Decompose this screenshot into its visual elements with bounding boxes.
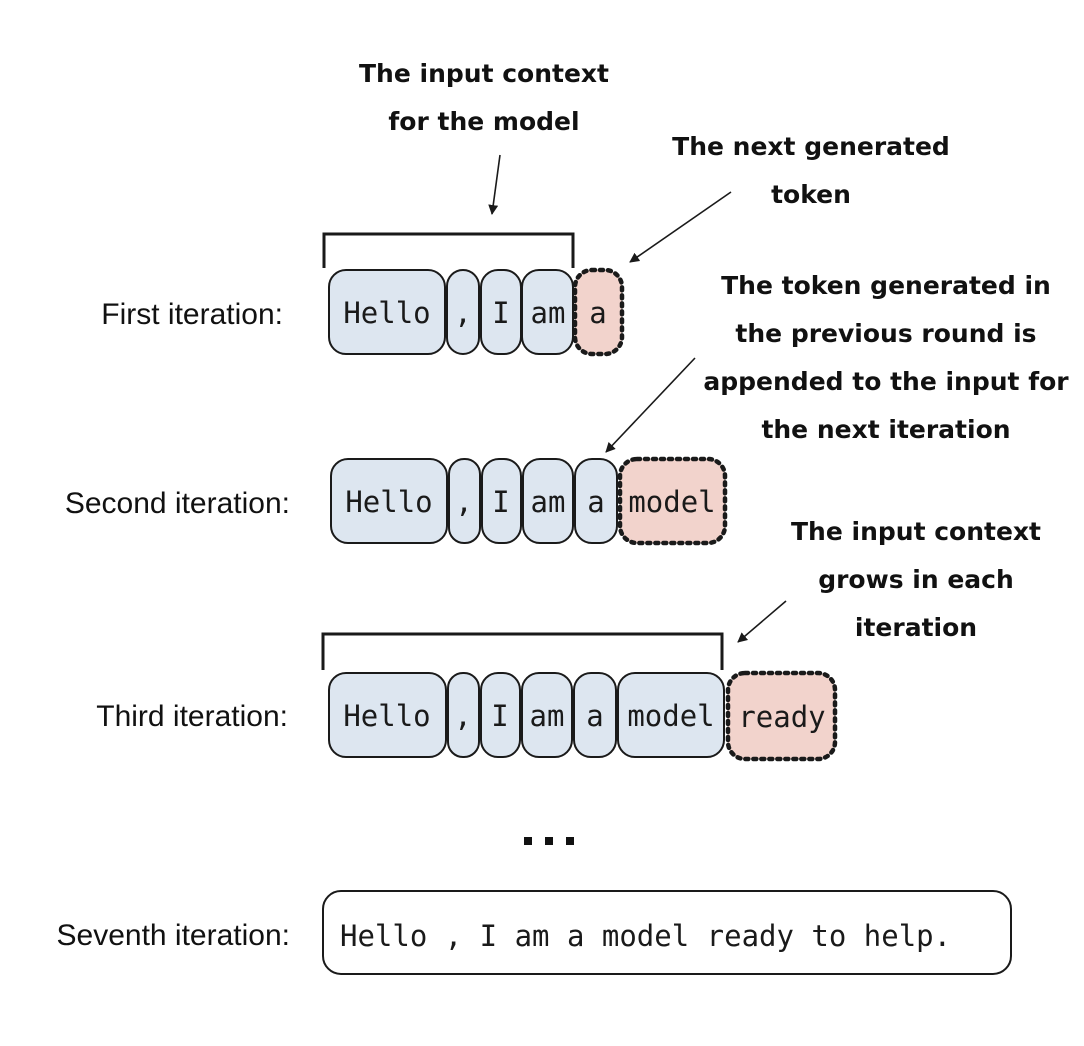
new-token-label: model [628, 485, 715, 519]
token-label: a [587, 485, 604, 519]
token-box [521, 672, 573, 758]
new-token-box [572, 267, 625, 357]
token-box [446, 269, 480, 355]
annotation-grows-line1: The input context [791, 517, 1041, 546]
token-label: Hello [343, 296, 430, 330]
token-box [481, 458, 522, 544]
row-first-tokens: Hello , I am a [328, 267, 625, 357]
row-second-tokens: Hello , I am a model [330, 456, 728, 546]
final-sentence-text: Hello , I am a model ready to help. [340, 919, 951, 953]
row-label-third: Third iteration: [96, 700, 288, 733]
token-box [574, 458, 618, 544]
new-token-label: ready [738, 700, 825, 734]
token-label: am [530, 699, 565, 733]
row-label-seventh: Seventh iteration: [57, 919, 290, 952]
arrow-next-token [629, 191, 732, 263]
token-box [521, 269, 574, 355]
token-box [328, 672, 447, 758]
token-box [480, 672, 521, 758]
bracket-first-context [322, 232, 575, 268]
token-box [447, 672, 480, 758]
token-label: Hello [345, 485, 432, 519]
token-label: a [586, 699, 603, 733]
token-label: , [454, 699, 471, 733]
annotation-appended-line1: The token generated in [721, 271, 1051, 300]
token-label: , [455, 485, 472, 519]
annotation-appended-line2: the previous round is [735, 319, 1036, 348]
token-label: I [491, 699, 508, 733]
row-third-tokens: Hello , I am a model ready [328, 670, 838, 762]
token-box [330, 458, 448, 544]
token-label: am [531, 296, 566, 330]
token-box [328, 269, 446, 355]
token-box [522, 458, 574, 544]
row-label-second: Second iteration: [65, 487, 290, 520]
new-token-label: a [589, 296, 606, 330]
token-label: I [492, 296, 509, 330]
ellipsis-dot [524, 837, 532, 845]
annotation-next-token-line2: token [771, 180, 851, 209]
annotation-input-context-line1: The input context [359, 59, 609, 88]
token-box [617, 672, 725, 758]
annotation-appended-line3: appended to the input for [703, 367, 1069, 396]
token-box [573, 672, 617, 758]
annotation-grows-line3: iteration [855, 613, 977, 642]
arrow-grows [737, 600, 787, 643]
new-token-box [725, 670, 838, 762]
arrow-appended [605, 357, 696, 453]
token-label: , [454, 296, 471, 330]
ellipsis-dot [566, 837, 574, 845]
row-label-first: First iteration: [101, 298, 283, 331]
token-label: am [531, 485, 566, 519]
token-label: Hello [343, 699, 430, 733]
annotation-grows-line2: grows in each [818, 565, 1014, 594]
bracket-third-context [321, 632, 724, 670]
annotation-appended-line4: the next iteration [761, 415, 1010, 444]
final-sentence-box [322, 890, 1012, 975]
token-label: model [627, 699, 714, 733]
token-box [448, 458, 481, 544]
annotation-next-token-line1: The next generated [672, 132, 950, 161]
ellipsis-dot [545, 837, 553, 845]
new-token-box [617, 456, 728, 546]
annotation-input-context-line2: for the model [388, 107, 579, 136]
ellipsis [524, 837, 574, 845]
token-label: I [492, 485, 509, 519]
arrow-input-context [488, 154, 501, 215]
